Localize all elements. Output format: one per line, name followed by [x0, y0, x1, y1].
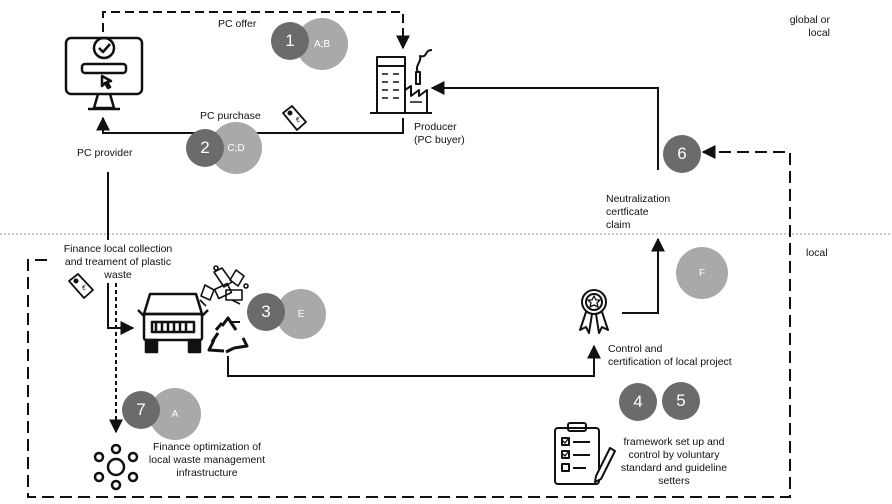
control-to-claim-arrow [622, 237, 665, 314]
producer-label: Producer (PC buyer) [414, 121, 465, 146]
scope-local-label: local [806, 247, 828, 259]
factory-icon [370, 49, 433, 114]
svg-text:€: € [82, 285, 86, 292]
finance-collection-arrow [107, 283, 135, 335]
marker-number-7: 7 [122, 391, 160, 429]
price-tag-icon: € [282, 105, 307, 131]
svg-text:€: € [296, 117, 300, 124]
pc-purchase-label: PC purchase [200, 110, 261, 122]
marker-letter-f: F [676, 247, 728, 299]
neutralization-claim-label: Neutralization certficate claim [606, 193, 671, 231]
finance-collection-label: Finance local collection and treament of… [63, 243, 173, 281]
checklist-clipboard-icon [554, 422, 616, 485]
marker-number-3: 3 [247, 293, 285, 331]
local-boundary-arrow [27, 145, 791, 498]
pc-provider-label: PC provider [77, 147, 133, 159]
finance-optimization-label: Finance optimization of local waste mana… [148, 441, 266, 479]
marker-number-4: 4 [619, 383, 657, 421]
scope-global-label: global or local [789, 14, 830, 39]
marker-number-1: 1 [271, 22, 309, 60]
price-tag-icon: € [68, 273, 94, 299]
certificate-badge-icon [579, 289, 609, 334]
marker-number-2: 2 [186, 129, 224, 167]
framework-label: framework set up and control by voluntar… [620, 436, 728, 487]
truck-icon [137, 292, 209, 354]
network-hub-icon [93, 443, 139, 491]
marker-number-5: 5 [662, 382, 700, 420]
recycle-to-control-arrow [227, 344, 601, 377]
marker-number-6: 6 [663, 135, 701, 173]
pc-offer-arrow [102, 11, 410, 50]
recycle-icon [207, 316, 249, 354]
control-certification-label: Control and certification of local proje… [608, 343, 732, 368]
pc-offer-label: PC offer [218, 18, 257, 30]
computer-check-icon [64, 36, 144, 111]
plastic-waste-icon [199, 265, 249, 307]
neutralization-arrow [430, 81, 659, 170]
